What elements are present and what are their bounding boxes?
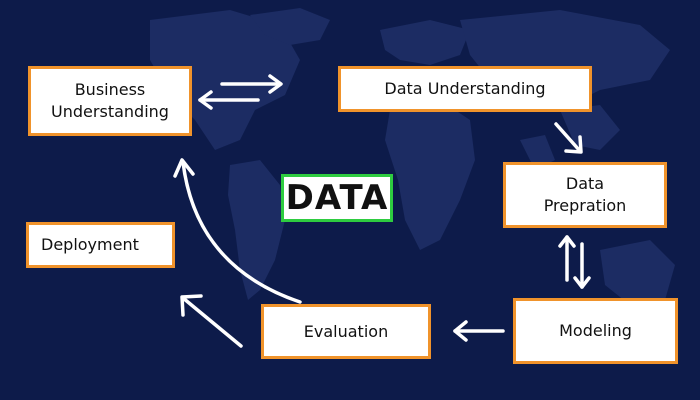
deployment-box: Deployment [26, 222, 175, 268]
evaluation-box: Evaluation [261, 304, 431, 359]
data-preparation-box: Data Prepration [503, 162, 667, 228]
data-understanding-box: Data Understanding [338, 66, 592, 112]
modeling-box: Modeling [513, 298, 678, 364]
center-data-label: DATA [281, 174, 393, 222]
business-understanding-box: Business Understanding [28, 66, 192, 136]
